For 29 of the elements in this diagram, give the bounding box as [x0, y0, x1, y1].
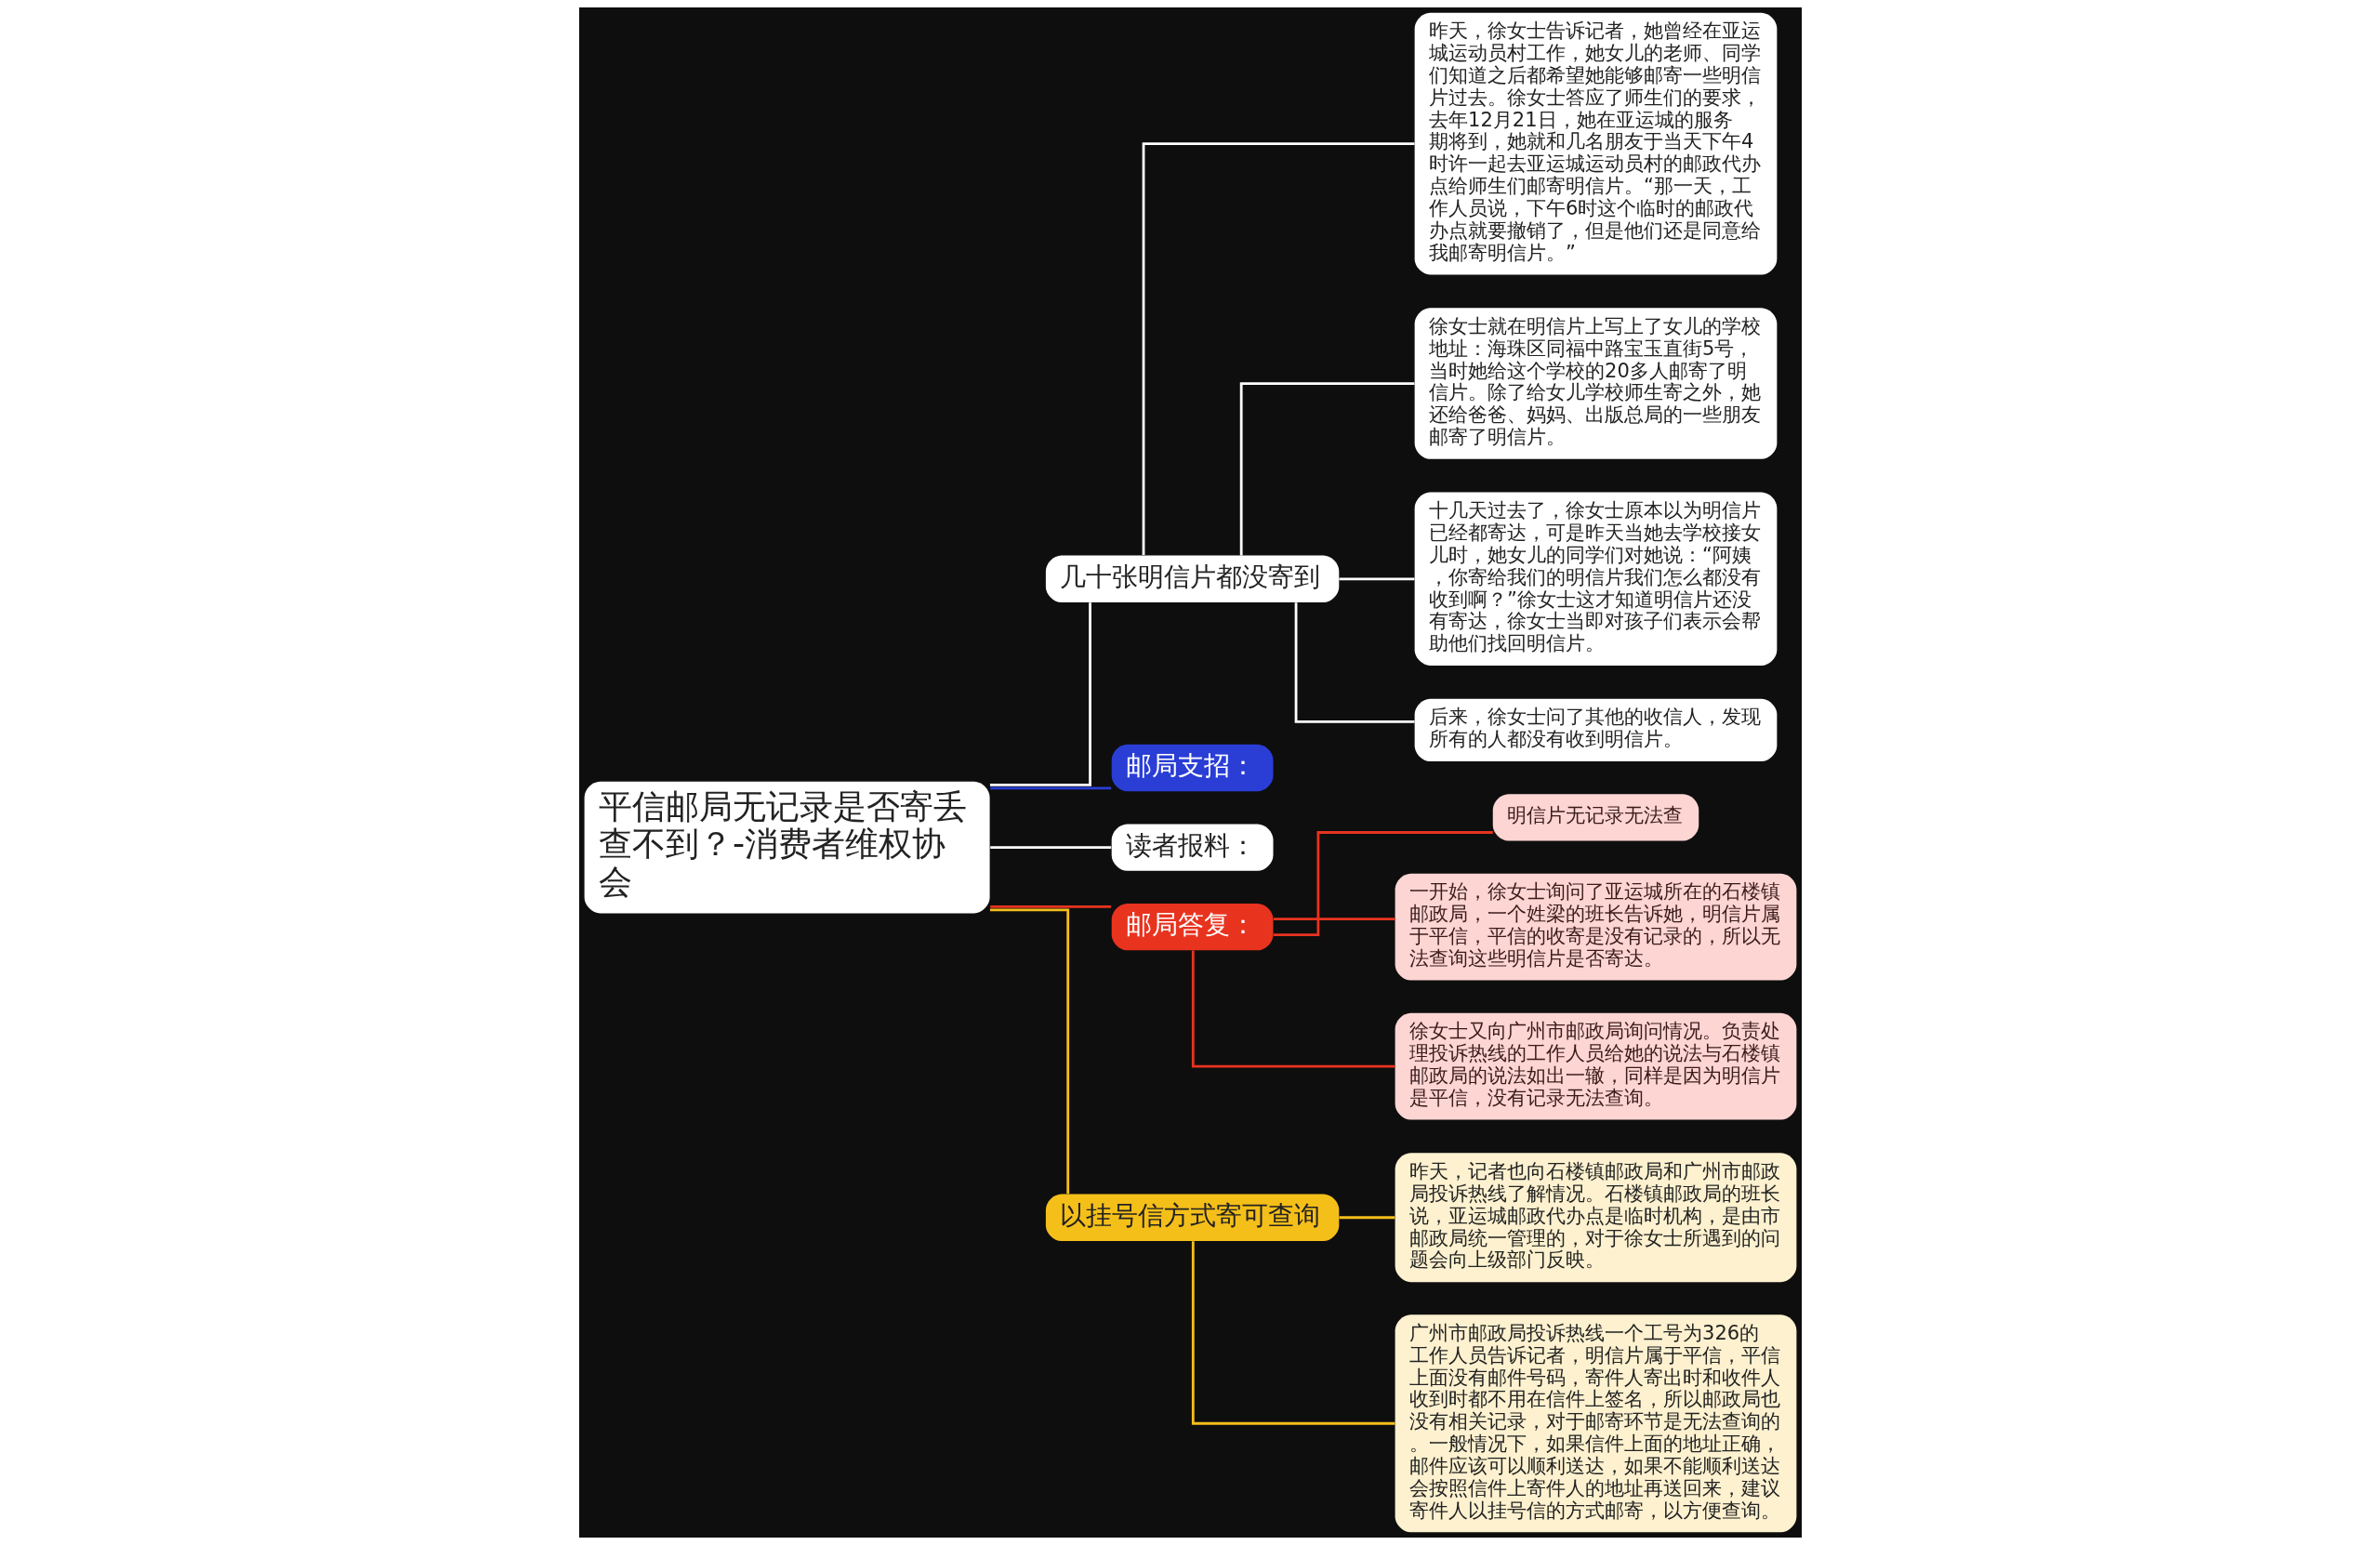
node-box: 几十张明信片都没寄到 — [1045, 555, 1339, 603]
connector — [1273, 918, 1395, 921]
node-box: 平信邮局无记录是否寄丢查不到？-消费者维权协会 — [584, 781, 990, 914]
connector — [1294, 602, 1414, 723]
connector — [1239, 382, 1414, 556]
connector — [1273, 831, 1493, 936]
connector — [989, 908, 1069, 1195]
node-box: 徐女士就在明信片上写上了女儿的学校地址：海珠区同福中路宝玉直街5号，当时她给这个学校的20多人邮寄了明信片。除了给女儿学校师生寄之外，她还给爸爸、妈妈、出版总局的一些朋友邮寄了明信片。 — [1414, 308, 1777, 459]
node-box: 徐女士又向广州市邮政局询问情况。负责处理投诉热线的工作人员给她的说法与石楼镇邮政局的说法如出一辙，同样是因为明信片是平信，没有记录无法查询。 — [1395, 1012, 1796, 1120]
node-box: 后来，徐女士问了其他的收信人，发现所有的人都没有收到明信片。 — [1414, 698, 1777, 762]
connector — [1191, 950, 1395, 1068]
node-box: 昨天，记者也向石楼镇邮政局和广州市邮政局投诉热线了解情况。石楼镇邮政局的班长说，亚运城邮政代办点是临时机构，是由市邮政局统一管理的，对于徐女士所遇到的问题会向上级部门反映。 — [1395, 1153, 1796, 1283]
node-box: 邮局支招： — [1111, 744, 1273, 792]
node-box: 十几天过去了，徐女士原本以为明信片已经都寄达，可是昨天当她去学校接女儿时，她女儿的同学们对她说：“阿姨，你寄给我们的明信片我们怎么都没有收到啊？”徐女士这才知道明信片还没有寄达，徐女士当即对孩子们表示会帮助他们找回明信片。 — [1414, 492, 1777, 667]
connector — [989, 786, 1111, 790]
node-box: 明信片无记录无法查 — [1492, 794, 1699, 841]
connector — [1338, 577, 1414, 581]
connector — [989, 905, 1111, 908]
connector — [989, 602, 1091, 786]
node-box: 邮局答复： — [1111, 903, 1273, 951]
node-box: 读者报料： — [1111, 824, 1273, 871]
connector — [1142, 142, 1414, 555]
node-box: 昨天，徐女士告诉记者，她曾经在亚运城运动员村工作，她女儿的老师、同学们知道之后都希望她能够邮寄一些明信片过去。徐女士答应了师生们的要求，去年12月21日，她在亚运城的服务期将到，她就和几名朋友于当天下午4时许一起去亚运城运动员村的邮政代办点给师生们邮寄明信片。“那一天，工作人员说，下午6时这个临时的邮政代办点就要撤销了，但是他们还是同意给我邮寄明信片。” — [1414, 12, 1777, 275]
node-box: 以挂号信方式寄可查询 — [1045, 1194, 1339, 1241]
node-box: 广州市邮政局投诉热线一个工号为326的工作人员告诉记者，明信片属于平信，平信上面没有邮件号码，寄件人寄出时和收件人收到时都不用在信件上签名，所以邮政局也没有相关记录，对于邮寄环节是无法查询的。一般情况下，如果信件上面的地址正确，邮件应该可以顺利送达，如果不能顺利送达会按照信件上寄件人的地址再送回来，建议寄件人以挂号信的方式邮寄，以方便查询。 — [1395, 1314, 1796, 1533]
connector — [1338, 1216, 1395, 1220]
connector — [1191, 1241, 1395, 1425]
connector — [989, 846, 1111, 849]
node-box: 一开始，徐女士询问了亚运城所在的石楼镇邮政局，一个姓梁的班长告诉她，明信片属于平信，平信的收寄是没有记录的，所以无法查询这些明信片是否寄达。 — [1395, 873, 1796, 981]
